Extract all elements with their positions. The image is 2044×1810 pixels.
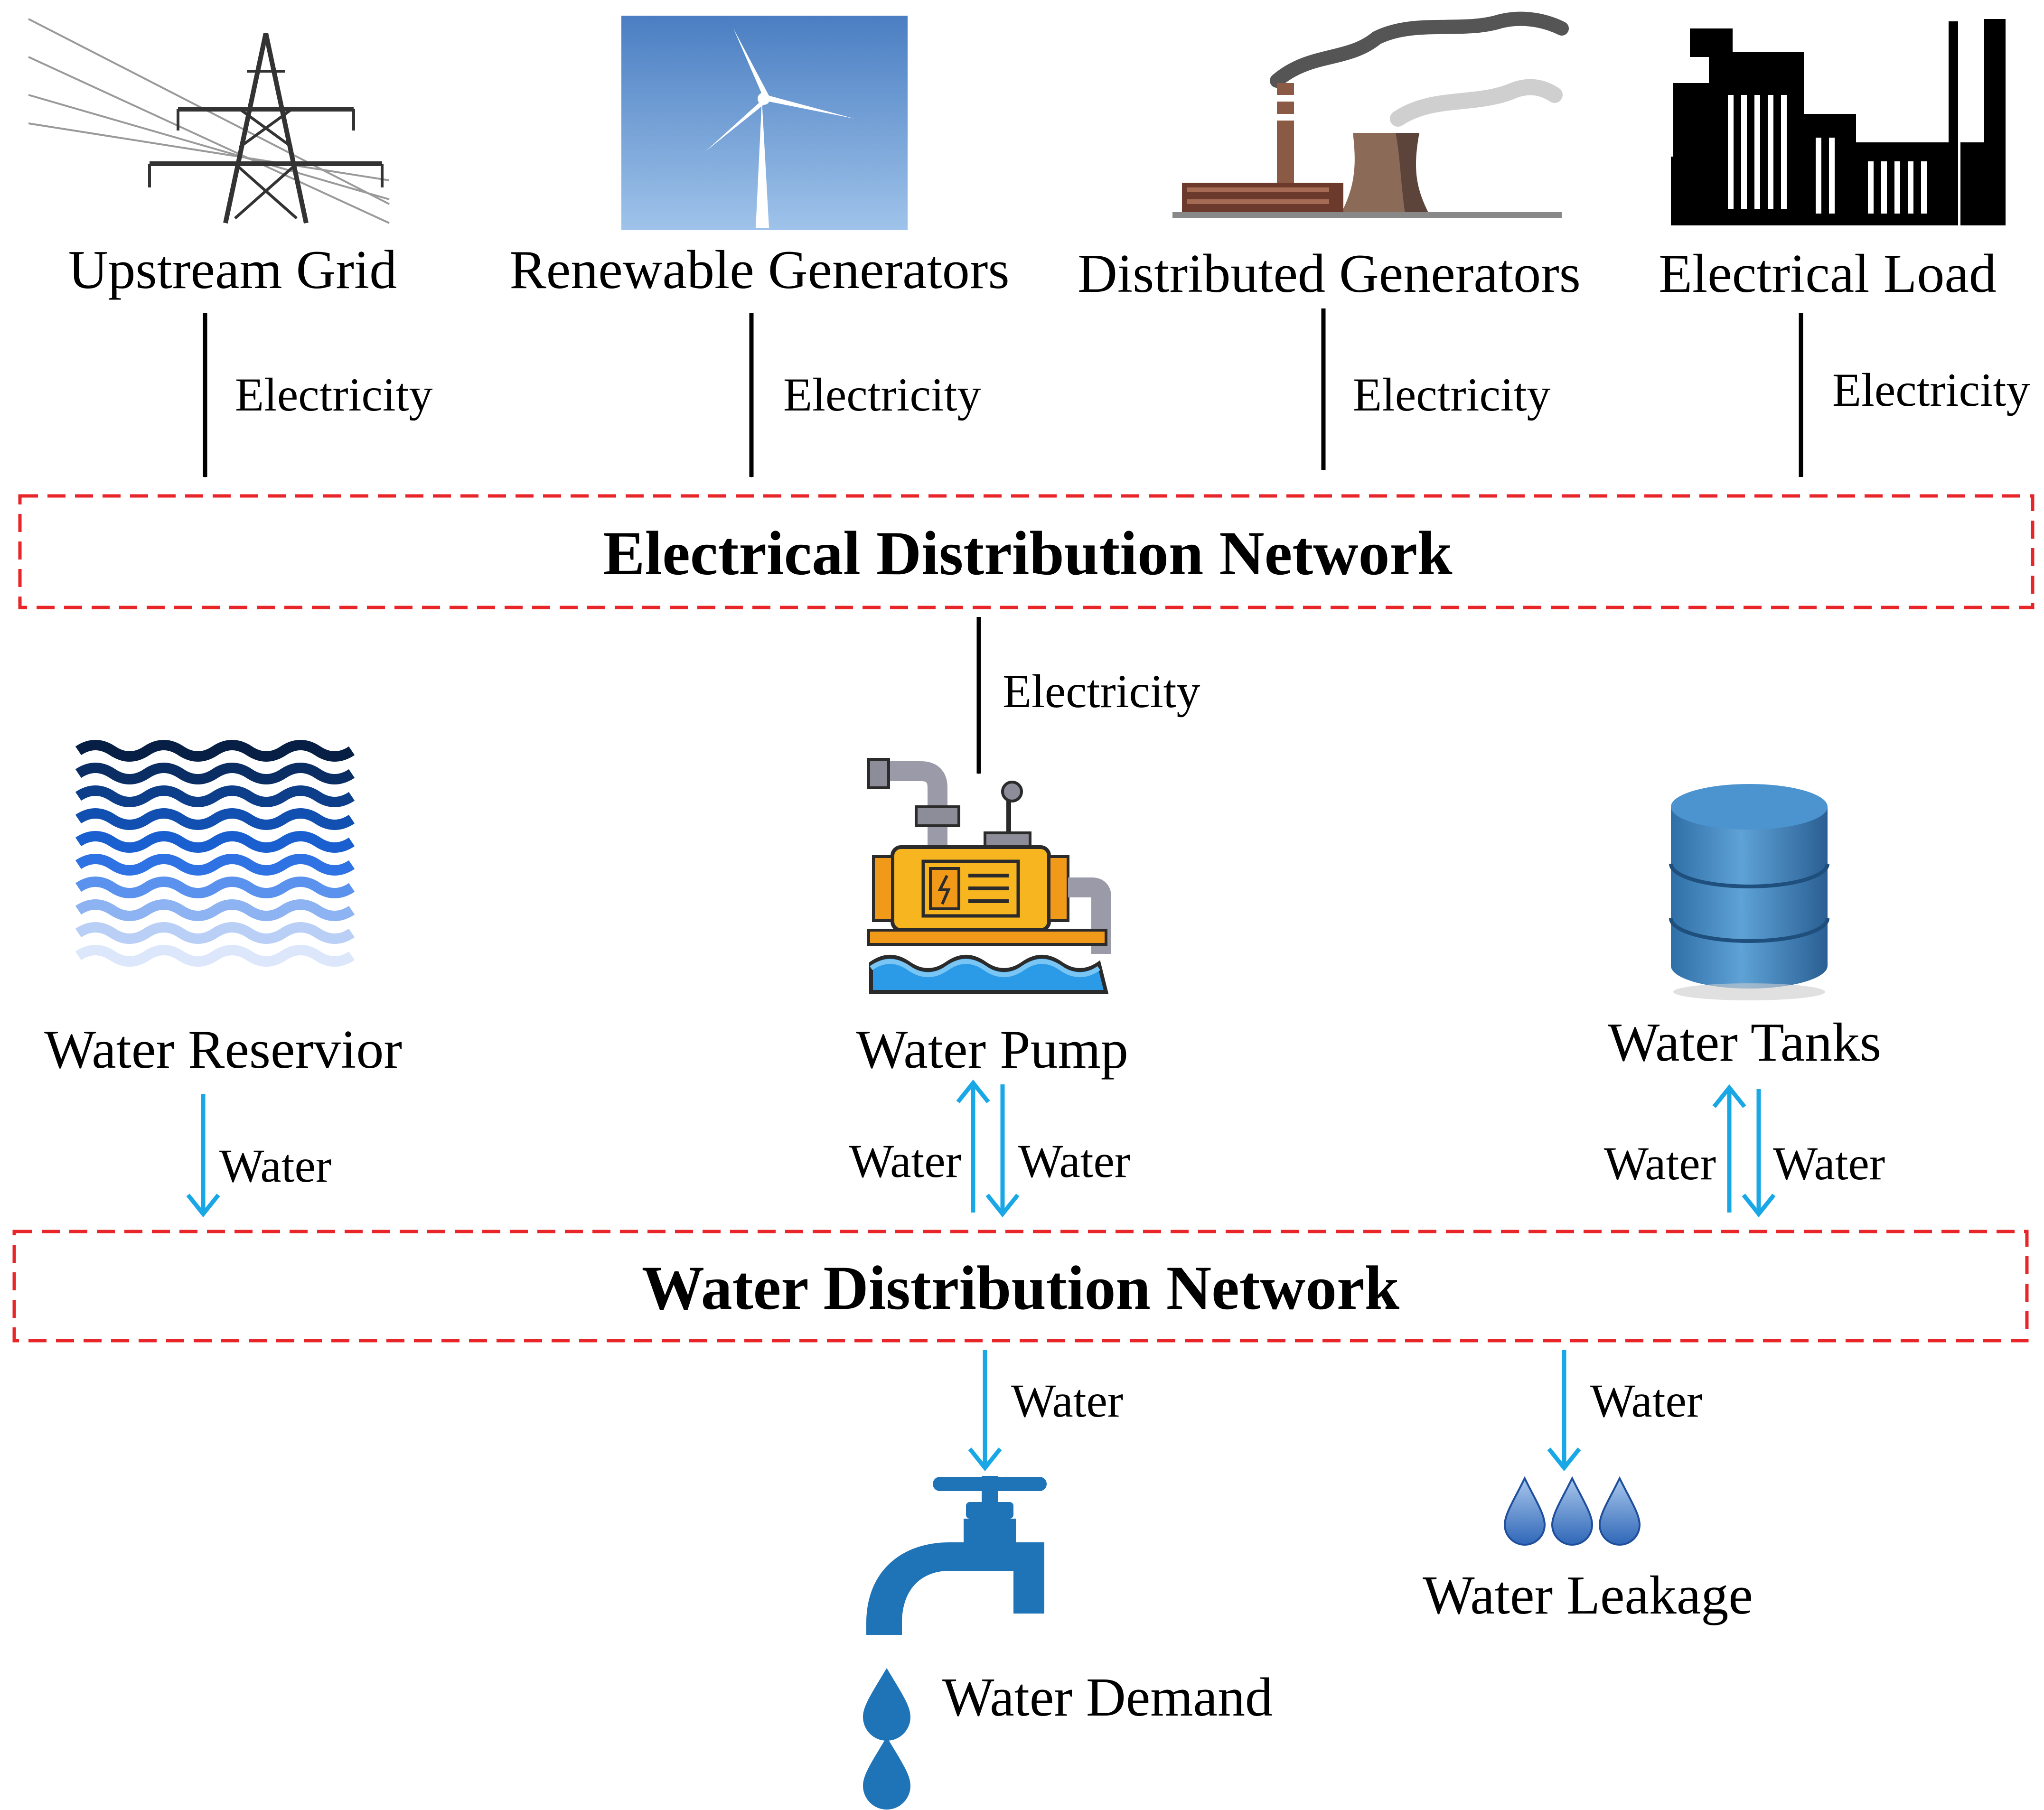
water-pump-label: Water Pump [856,1019,1128,1080]
renewable-generators-label: Renewable Generators [509,240,1009,300]
water-arrow-tanks-up [1712,1084,1746,1213]
water-leakage-drops-icon [1503,1476,1641,1546]
water-label-tanks-down: Water [1773,1137,1885,1190]
water-label-demand: Water [1011,1374,1123,1427]
water-arrow-reservoir [186,1094,220,1218]
water-reservoir-label: Water Reservior [44,1019,402,1080]
water-faucet-icon [866,1476,1047,1635]
water-label-pump-down: Water [1018,1135,1130,1187]
electrical-distribution-network-title: Electrical Distribution Network [603,518,1453,588]
water-label-pump-up: Water [849,1135,961,1187]
water-distribution-network-box [12,1230,2029,1343]
water-distribution-network-title: Water Distribution Network [642,1253,1400,1323]
water-pump-icon [867,758,1111,994]
electricity-label-electrical-load: Electricity [1832,364,2030,416]
upstream-grid-label: Upstream Grid [68,240,397,300]
water-label-reservoir: Water [219,1139,331,1192]
electrical-load-label: Electrical Load [1659,243,1997,304]
factory-building-icon [1671,19,2006,225]
water-waves-icon [75,740,355,967]
wind-turbine-icon [621,16,908,230]
water-tank-icon [1669,784,1829,1000]
power-plant-icon [1172,11,1569,218]
water-demand-label: Water Demand [942,1667,1273,1728]
electricity-label-renewable: Electricity [783,368,981,421]
water-leakage-label: Water Leakage [1423,1565,1753,1626]
water-arrow-tanks-down [1742,1089,1776,1218]
water-arrow-pump-down [985,1084,1020,1218]
electricity-label-distributed: Electricity [1353,368,1550,421]
water-label-leakage: Water [1590,1374,1702,1427]
water-label-tanks-up: Water [1604,1137,1716,1190]
distributed-generators-label: Distributed Generators [1078,243,1581,304]
water-arrow-demand [968,1350,1002,1472]
water-tanks-label: Water Tanks [1608,1012,1881,1073]
electrical-distribution-network-box [18,494,2035,609]
electricity-label-pump: Electricity [1003,665,1200,718]
electricity-label-upstream-grid: Electricity [235,368,432,421]
water-arrow-pump-up [956,1079,990,1213]
water-drop-icon [863,1668,910,1810]
transmission-tower-icon [28,18,390,224]
water-arrow-leakage [1547,1350,1581,1472]
